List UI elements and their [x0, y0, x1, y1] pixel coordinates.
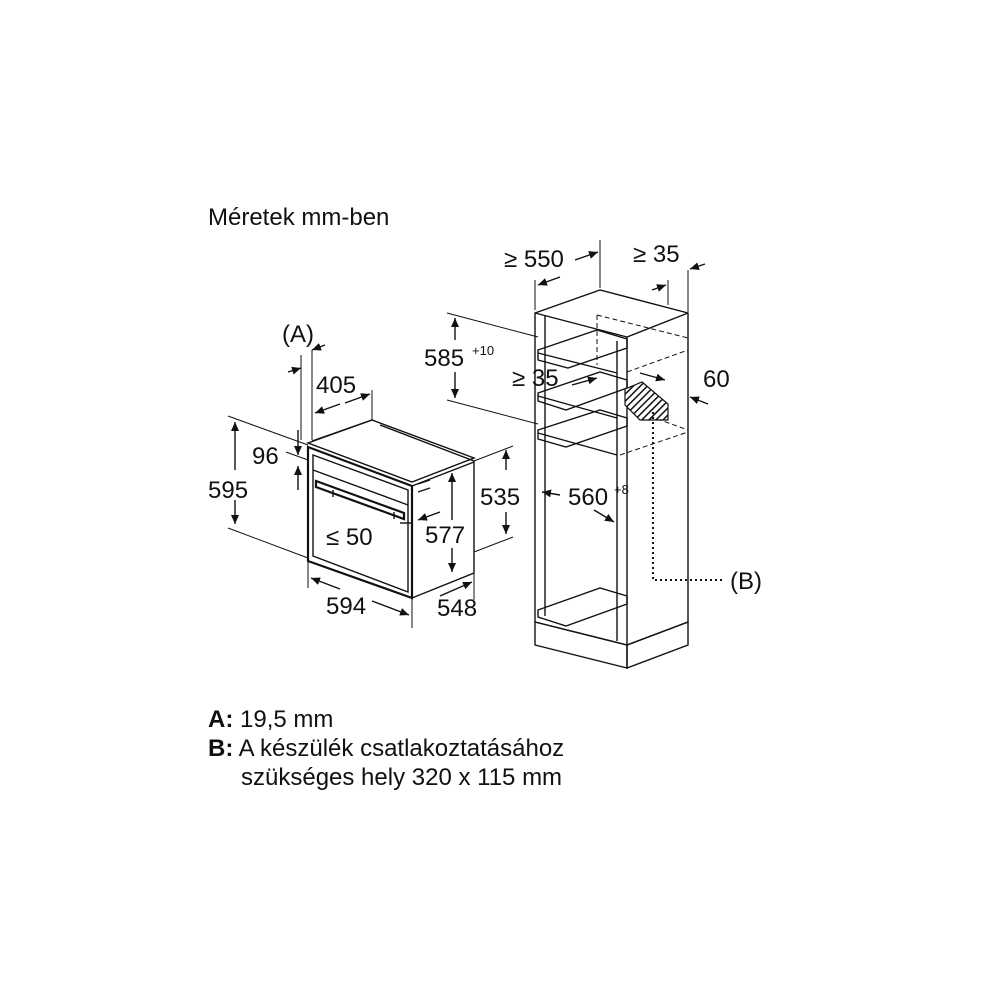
connection-area-hatch: [624, 381, 669, 421]
label-depth-548: 548: [437, 595, 477, 622]
label-ge35-top: ≥ 35: [633, 241, 680, 268]
legend-b-line2: szükséges hely 320 x 115 mm: [241, 763, 562, 792]
label-a-marker: (A): [282, 321, 314, 348]
oven-dimensions: [227, 343, 514, 628]
oven-door: [312, 453, 409, 594]
label-height-585: 585: [424, 345, 464, 372]
label-60: 60: [703, 366, 730, 393]
label-tolerance-560: +8: [614, 482, 629, 497]
legend-b: B: A készülék csatlakoztatásához: [208, 734, 564, 763]
page-title: Méretek mm-ben: [208, 204, 390, 231]
oven-handle: [314, 479, 406, 521]
label-le50: ≤ 50: [326, 524, 373, 551]
label-tolerance-585: +10: [472, 343, 494, 358]
oven-drawing: [305, 419, 476, 600]
oven-front-face: [306, 445, 414, 600]
label-width-560: 560: [568, 484, 608, 511]
b-leader-line: [652, 412, 722, 581]
legend-b-key: B:: [208, 735, 234, 762]
legend-a-text: 19,5 mm: [240, 706, 334, 733]
label-width-594: 594: [326, 593, 366, 620]
label-height-595: 595: [208, 477, 248, 504]
cabinet-drawing: [534, 289, 722, 670]
cabinet-dimensions: [446, 240, 709, 523]
cabinet-plinth: [534, 621, 628, 669]
label-ge550: ≥ 550: [504, 246, 564, 273]
legend-b-text-line2: szükséges hely 320 x 115 mm: [241, 764, 563, 791]
label-b-marker: (B): [730, 568, 762, 595]
legend-b-text-line1: A készülék csatlakoztatásához: [238, 735, 565, 762]
legend-a: A: 19,5 mm: [208, 705, 333, 734]
label-height-96: 96: [252, 443, 279, 470]
label-height-535: 535: [480, 484, 520, 511]
label-ge35-mid: ≥ 35: [512, 365, 559, 392]
label-depth-405: 405: [316, 372, 356, 399]
label-height-577: 577: [425, 522, 465, 549]
legend-a-key: A:: [208, 706, 234, 733]
